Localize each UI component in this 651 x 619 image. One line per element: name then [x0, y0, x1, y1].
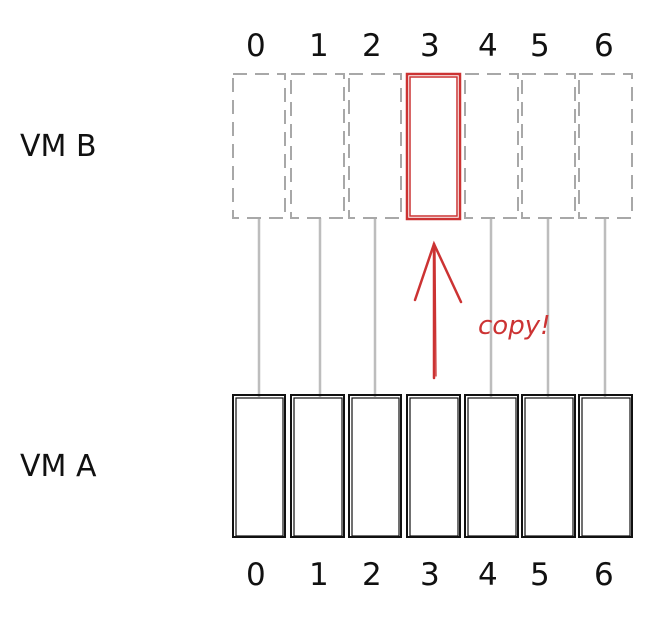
vm-a-index: 6: [594, 557, 614, 593]
vm-b-index: 3: [420, 28, 440, 64]
vm-b-index: 6: [594, 28, 614, 64]
copy-arrow-head: [413, 240, 463, 304]
copy-arrow-shaft-sketch: [434, 245, 437, 377]
vm-a-cell-sketch: [524, 397, 574, 537]
copy-arrow: [413, 240, 463, 380]
vm-a-index: 3: [420, 557, 440, 593]
vm-a-cell: [464, 394, 519, 538]
vm-b-cell: [232, 73, 286, 219]
vm-a-index: 2: [362, 557, 382, 593]
vm-b-cell: [348, 73, 402, 219]
vm-a-index: 5: [530, 557, 550, 593]
vm-a-cells: [232, 394, 633, 538]
vm-b-cell-highlighted: [405, 72, 462, 221]
vm-a-cell: [406, 394, 461, 538]
vm-a-cell: [521, 394, 576, 538]
vm-a-index-row: 0 1 2 3 4 5 6: [246, 557, 614, 593]
vm-b-index-row: 0 1 2 3 4 5 6: [246, 28, 614, 64]
vm-b-cell: [521, 73, 576, 219]
vm-a-cell: [290, 394, 345, 538]
vm-b-index: 2: [362, 28, 382, 64]
vm-a-cell: [232, 394, 286, 538]
vm-b-cell: [464, 73, 519, 219]
copy-label: copy!: [478, 311, 551, 341]
vm-a-cell: [348, 394, 402, 538]
vm-a-cell-sketch: [293, 397, 343, 537]
vm-a-cell-sketch: [235, 397, 284, 537]
vm-b-index: 0: [246, 28, 266, 64]
vm-a-label: VM A: [20, 449, 97, 484]
vm-b-index: 4: [478, 28, 498, 64]
vm-a-cell: [578, 394, 633, 538]
vm-a-cell-sketch: [409, 397, 459, 537]
vm-a-index: 4: [478, 557, 498, 593]
vm-b-cells: [232, 73, 633, 219]
vm-a-index: 1: [309, 557, 329, 593]
vm-a-index: 0: [246, 557, 266, 593]
vm-b-index: 5: [530, 28, 550, 64]
connector-lines: [257, 218, 607, 397]
vm-b-cell-highlighted-inner: [409, 76, 458, 217]
vm-b-cell: [578, 73, 633, 219]
vm-b-highlighted-cell: [405, 72, 462, 221]
vm-a-cell-sketch: [467, 397, 517, 537]
vm-a-cell-sketch: [351, 397, 400, 537]
vm-a-cell-sketch: [581, 397, 631, 537]
vm-b-label: VM B: [20, 129, 97, 164]
vm-b-cell: [290, 73, 345, 219]
vm-b-index: 1: [309, 28, 329, 64]
vm-a-cells-sketch: [235, 397, 631, 537]
